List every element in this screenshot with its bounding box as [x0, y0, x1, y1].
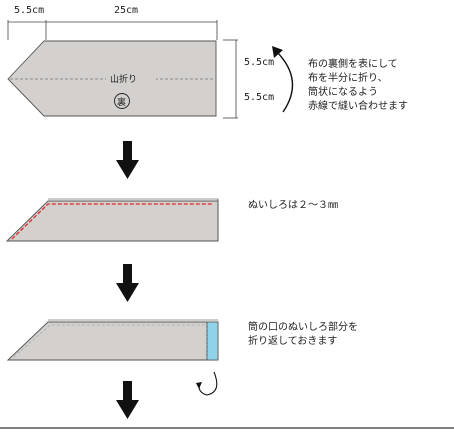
step3-instruction: 筒の口のぬいしろ部分を 折り返しておきます — [248, 320, 361, 347]
dim-top-main: 25cm — [114, 5, 138, 16]
down-arrow-icon — [116, 381, 139, 419]
top-dimension-lines — [7, 20, 218, 40]
cuff-fold — [206, 321, 219, 361]
step2-fabric — [5, 198, 219, 242]
step2-instruction: ぬいしろは２～３㎜ — [248, 199, 338, 211]
seam-line — [11, 203, 213, 240]
fold-label: 山折り — [110, 73, 137, 85]
step1-fabric: 山折り 裏 — [7, 40, 217, 117]
reverse-mark-circle — [114, 93, 130, 109]
down-arrow-icon — [116, 264, 139, 302]
dim-right-upper: 5.5cm — [244, 57, 274, 68]
right-dimension-lines — [223, 39, 238, 119]
dim-top-left: 5.5cm — [14, 5, 44, 16]
dim-right-lower: 5.5cm — [244, 92, 274, 103]
fold-back-arrow-icon — [196, 371, 218, 396]
reverse-mark: 裏 — [117, 96, 126, 108]
step3-fabric — [6, 319, 219, 361]
down-arrow-icon — [116, 141, 139, 179]
fold-curve-arrow-icon — [272, 46, 294, 113]
step1-instruction: 布の裏側を表にして 布を半分に折り、 筒状になるよう 赤線で縫い合わせます — [308, 57, 408, 112]
